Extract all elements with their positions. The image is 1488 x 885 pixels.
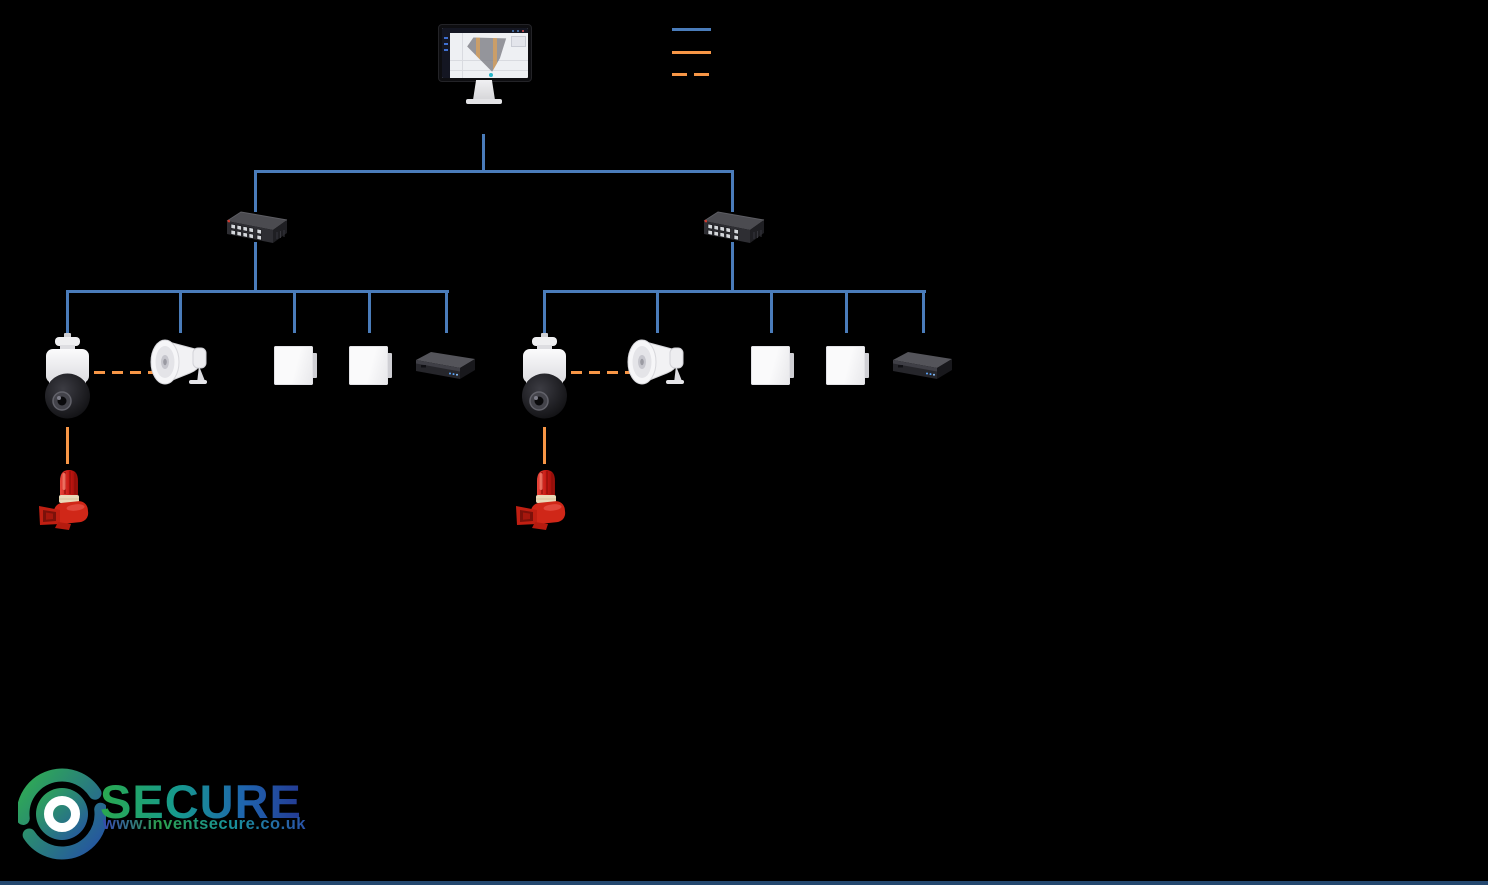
connector-camera-speaker-audio <box>571 371 635 374</box>
radar-panel <box>349 346 392 385</box>
connector-device-bus <box>543 290 926 293</box>
connector-drop-camera <box>543 290 546 333</box>
connector-top-horizontal <box>254 170 734 173</box>
horn-speaker <box>150 339 207 385</box>
connector-drop-right-switch <box>731 170 734 212</box>
panel-face <box>826 346 865 385</box>
horn-speaker <box>627 339 684 385</box>
connector-drop-nvr <box>922 290 925 333</box>
poe-network-switch <box>703 211 765 243</box>
app-title-bar <box>442 28 528 33</box>
radar-marker <box>489 73 493 77</box>
app-sidebar-item <box>444 49 448 51</box>
connector-drop-panel-2 <box>368 290 371 333</box>
connector-drop-camera <box>66 290 69 333</box>
app-bar-icon <box>512 29 514 32</box>
connector-drop-nvr <box>445 290 448 333</box>
connector-switch-stem <box>254 242 257 292</box>
panel-face <box>349 346 388 385</box>
app-bar-icon <box>517 29 519 32</box>
sounder-beacon <box>516 470 566 530</box>
ptz-dome-camera <box>45 333 90 419</box>
app-sidebar-item <box>444 37 448 39</box>
connector-camera-beacon-alarm <box>543 427 546 464</box>
monitor-screen <box>442 28 528 78</box>
radar-panel <box>274 346 317 385</box>
panel-mount-bracket <box>786 353 794 378</box>
poe-network-switch <box>226 211 288 243</box>
panel-mount-bracket <box>309 353 317 378</box>
connector-monitor-stem <box>482 134 485 172</box>
app-sidebar-item <box>444 43 448 45</box>
panel-face <box>274 346 313 385</box>
map-street-line <box>462 33 463 78</box>
connector-drop-speaker <box>656 290 659 333</box>
connector-drop-left-switch <box>254 170 257 212</box>
nvr-recorder <box>416 352 475 379</box>
close-dot-icon <box>522 29 524 32</box>
connector-drop-panel-1 <box>770 290 773 333</box>
panel-mount-bracket <box>384 353 392 378</box>
bottom-border-line <box>0 881 1488 885</box>
connector-camera-speaker-audio <box>94 371 158 374</box>
secure-logo-icon <box>18 768 106 860</box>
ptz-dome-camera <box>522 333 567 419</box>
panel-mount-bracket <box>861 353 869 378</box>
connector-camera-beacon-alarm <box>66 427 69 464</box>
map-street-line <box>450 70 528 71</box>
legend-network-line <box>672 28 711 31</box>
brand-name: SECURE <box>100 775 302 828</box>
sounder-beacon <box>39 470 89 530</box>
app-sidebar <box>442 33 450 78</box>
connector-drop-panel-2 <box>845 290 848 333</box>
connector-drop-panel-1 <box>293 290 296 333</box>
monitor-stand <box>473 80 495 100</box>
legend-audio-line <box>672 73 711 76</box>
nvr-recorder <box>893 352 952 379</box>
legend-alarm-line <box>672 51 711 54</box>
panel-face <box>751 346 790 385</box>
monitor-base <box>466 99 502 104</box>
brand-logo: SECURE www.inventsecure.co.uk <box>14 762 314 862</box>
monitor-frame <box>438 24 532 82</box>
vms-monitor <box>438 24 532 104</box>
app-side-panel <box>511 36 526 47</box>
radar-panel <box>751 346 794 385</box>
connector-device-bus <box>66 290 449 293</box>
connector-drop-speaker <box>179 290 182 333</box>
radar-panel <box>826 346 869 385</box>
connector-switch-stem <box>731 242 734 292</box>
brand-website: www.inventsecure.co.uk <box>103 815 306 833</box>
